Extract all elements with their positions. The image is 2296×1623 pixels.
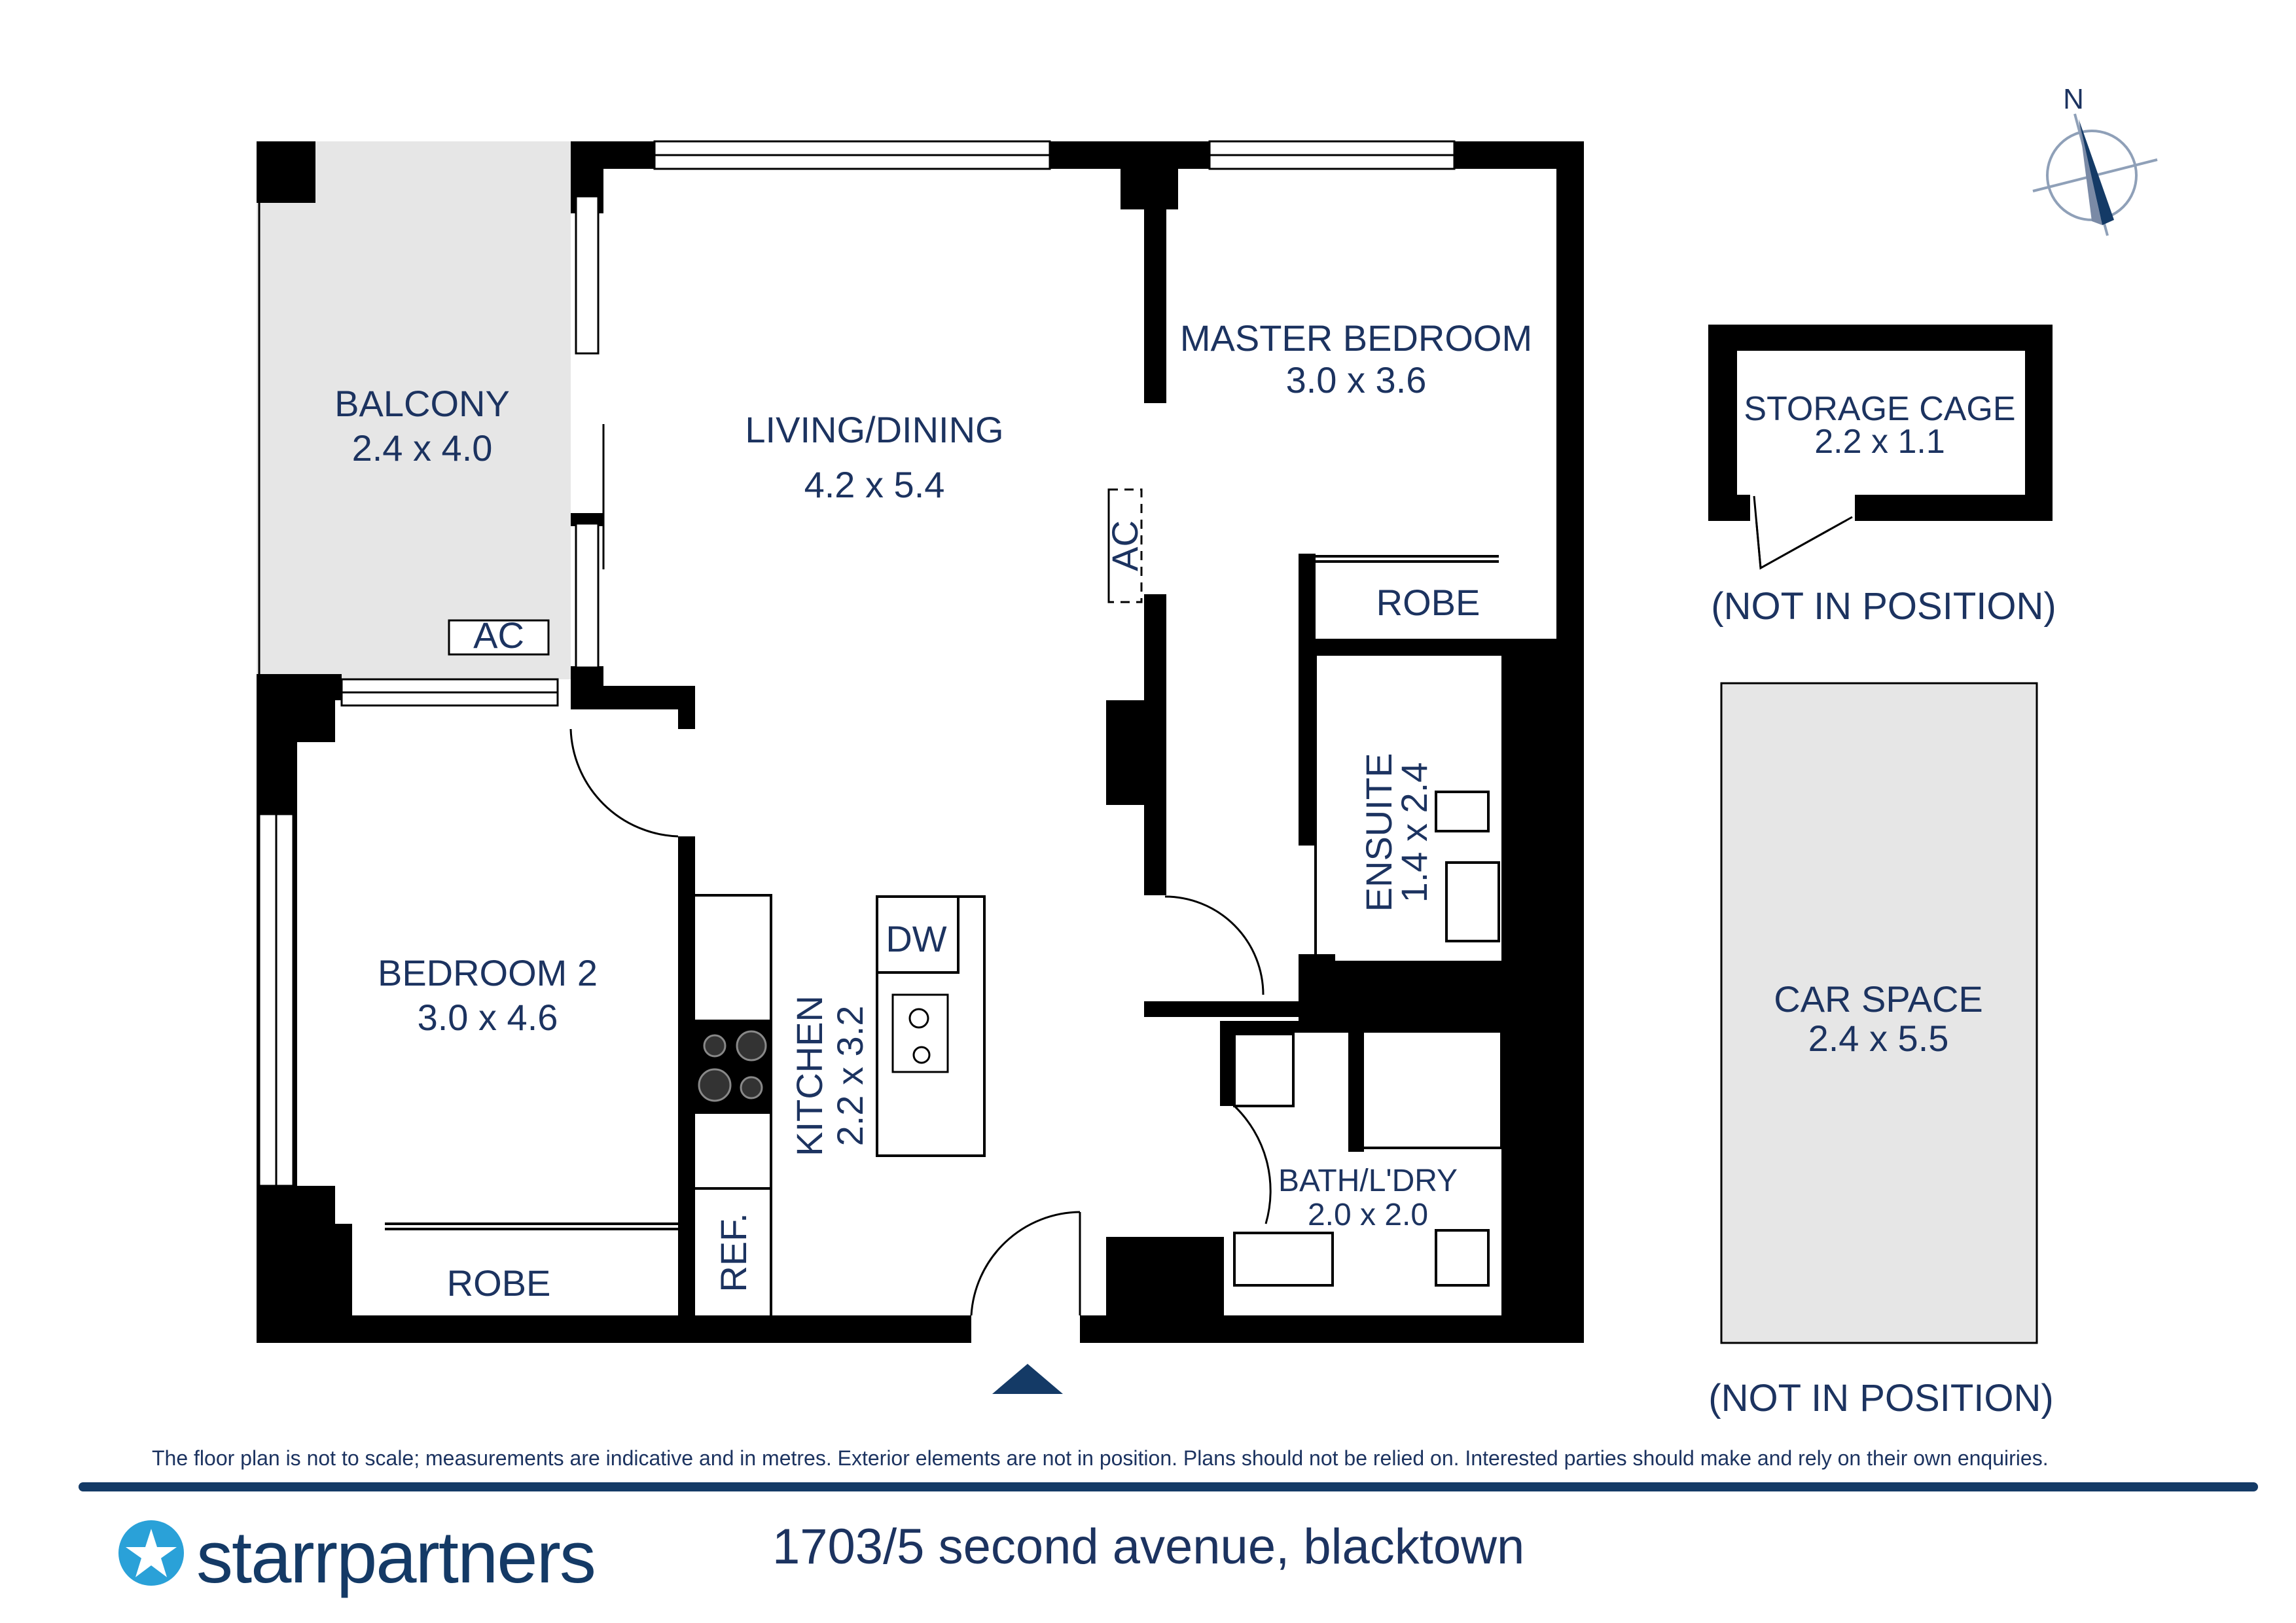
bedroom2-size: 3.0 x 4.6: [418, 997, 558, 1038]
balcony-size: 2.4 x 4.0: [352, 427, 493, 469]
storage-name: STORAGE CAGE: [1744, 390, 2015, 428]
storage-size: 2.2 x 1.1: [1814, 423, 1945, 461]
ensuite-size: 1.4 x 2.4: [1393, 762, 1435, 903]
balcony-ac-box: [448, 619, 550, 656]
master-robe-label: ROBE: [1376, 582, 1480, 623]
car-name: CAR SPACE: [1774, 978, 1982, 1020]
property-address: 1703/5 second avenue, blacktown: [772, 1519, 1525, 1575]
living-ac-box: [1107, 488, 1143, 603]
balcony-name: BALCONY: [334, 383, 510, 424]
car-note: (NOT IN POSITION): [1708, 1377, 2053, 1419]
balcony-area: [257, 141, 571, 679]
walls: [257, 141, 1584, 1343]
living-size: 4.2 x 5.4: [804, 464, 945, 505]
car-size: 2.4 x 5.5: [1808, 1018, 1949, 1059]
storage-cage: [1708, 325, 2053, 570]
stove: [695, 1021, 771, 1113]
ref-label: REF.: [713, 1213, 754, 1292]
starr-partners-logo-icon: [118, 1520, 184, 1586]
kitchen-size: 2.2 x 3.2: [829, 1006, 870, 1147]
storage-note: (NOT IN POSITION): [1711, 585, 2056, 628]
kitchen-sink: [891, 993, 949, 1073]
ensuite-name: ENSUITE: [1358, 753, 1399, 912]
brand-part1: starr: [196, 1516, 338, 1598]
kitchen-name: KITCHEN: [789, 995, 830, 1156]
dw-label: DW: [886, 918, 946, 959]
car-space: [1720, 682, 2038, 1344]
balcony-ac-label: AC: [473, 615, 524, 656]
bath-size: 2.0 x 2.0: [1308, 1198, 1428, 1232]
room-labels: BALCONY 2.4 x 4.0 AC LIVING/DINING 4.2 x…: [334, 83, 2084, 1419]
doors: [569, 490, 1853, 1316]
footer-divider: [79, 1482, 2258, 1491]
master-name: MASTER BEDROOM: [1180, 317, 1532, 359]
bedroom2-name: BEDROOM 2: [378, 952, 598, 993]
living-ac-label: AC: [1104, 520, 1145, 571]
compass-north-label: N: [2063, 83, 2084, 115]
brand-name: starrpartners: [196, 1515, 596, 1599]
bath-name: BATH/L'DRY: [1278, 1164, 1458, 1198]
entry-arrow: [992, 1364, 1063, 1394]
floor-plan: BALCONY 2.4 x 4.0 AC LIVING/DINING 4.2 x…: [257, 83, 2158, 1419]
bedroom2-robe-label: ROBE: [447, 1262, 551, 1304]
living-name: LIVING/DINING: [745, 409, 1003, 450]
master-size: 3.0 x 3.6: [1286, 359, 1427, 401]
compass-icon: [2032, 113, 2158, 236]
rotated-labels: AC KITCHEN 2.2 x 3.2 ENSUITE 1.4 x 2.4 R…: [713, 520, 1435, 1293]
windows: [258, 140, 1456, 1187]
disclaimer: The floor plan is not to scale; measurem…: [152, 1446, 2049, 1470]
brand-part2: partners: [336, 1516, 596, 1598]
